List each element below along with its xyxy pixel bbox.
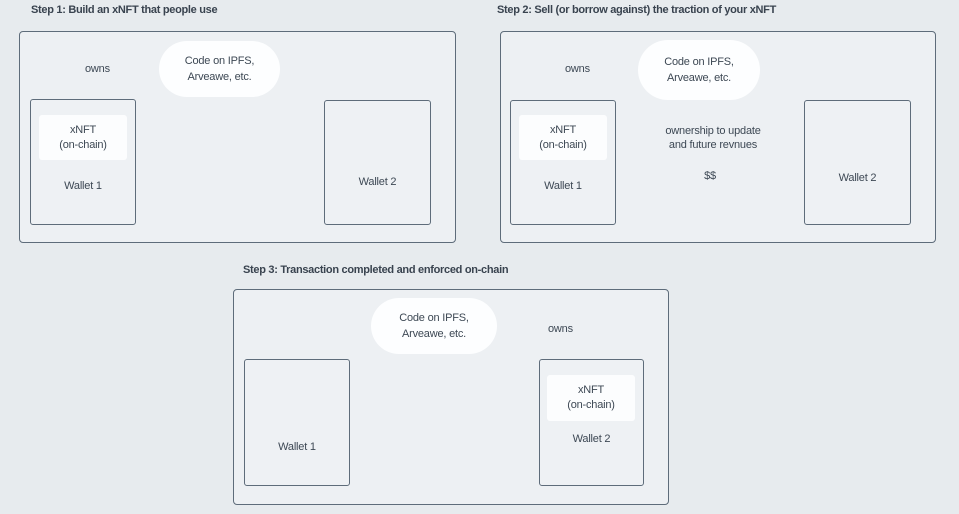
step2-xnft-chip-line2: (on-chain): [539, 138, 587, 151]
step2-transfer-label-line1: ownership to update: [665, 125, 761, 137]
step1-wallet2-box: [324, 100, 431, 225]
step1-code-bubble-line2: Arveawe, etc.: [187, 71, 252, 83]
step3-code-bubble-line1: Code on IPFS,: [399, 312, 469, 324]
step1-xnft-chip-line2: (on-chain): [59, 138, 107, 151]
step2-wallet2-label: Wallet 2: [838, 172, 877, 184]
step2-code-bubble-line2: Arveawe, etc.: [666, 72, 732, 84]
step1-wallet2-label: Wallet 2: [358, 176, 397, 188]
step1-code-bubble: Code on IPFS, Arveawe, etc.: [159, 41, 280, 97]
step3-xnft-chip: xNFT (on-chain): [547, 375, 635, 421]
step3-wallet1-box: [244, 359, 350, 486]
step2-owns-label: owns: [565, 63, 590, 75]
step2-xnft-chip: xNFT (on-chain): [519, 115, 607, 160]
step1-code-bubble-line1: Code on IPFS,: [184, 55, 255, 67]
step3-xnft-chip-line1: xNFT: [577, 384, 605, 396]
step3-wallet1-label: Wallet 1: [278, 441, 316, 453]
step2-title: Step 2: Sell (or borrow against) the tra…: [497, 4, 777, 16]
step2-wallet1-label: Wallet 1: [544, 180, 582, 192]
step2-code-bubble-line1: Code on IPFS,: [664, 56, 734, 68]
step2-transfer-label: ownership to update and future revnues: [630, 124, 796, 152]
step1-wallet1-label: Wallet 1: [64, 180, 102, 192]
step2-payment-label: $$: [704, 170, 716, 182]
step1-xnft-chip-line1: xNFT: [69, 123, 97, 136]
step1-title: Step 1: Build an xNFT that people use: [31, 4, 218, 16]
step2-wallet2-box: [804, 100, 911, 225]
step3-code-bubble-line2: Arveawe, etc.: [401, 328, 467, 340]
step3-title: Step 3: Transaction completed and enforc…: [243, 264, 509, 276]
step3-xnft-chip-line2: (on-chain): [567, 399, 615, 411]
step1-owns-label: owns: [85, 63, 110, 75]
step3-owns-label: owns: [548, 323, 573, 335]
step2-transfer-label-line2: and future revnues: [668, 139, 758, 151]
step3-wallet2-label: Wallet 2: [572, 433, 611, 445]
step3-code-bubble: Code on IPFS, Arveawe, etc.: [371, 298, 497, 354]
step2-xnft-chip-line1: xNFT: [549, 123, 577, 136]
step2-code-bubble: Code on IPFS, Arveawe, etc.: [638, 40, 760, 100]
step1-xnft-chip: xNFT (on-chain): [39, 115, 127, 160]
